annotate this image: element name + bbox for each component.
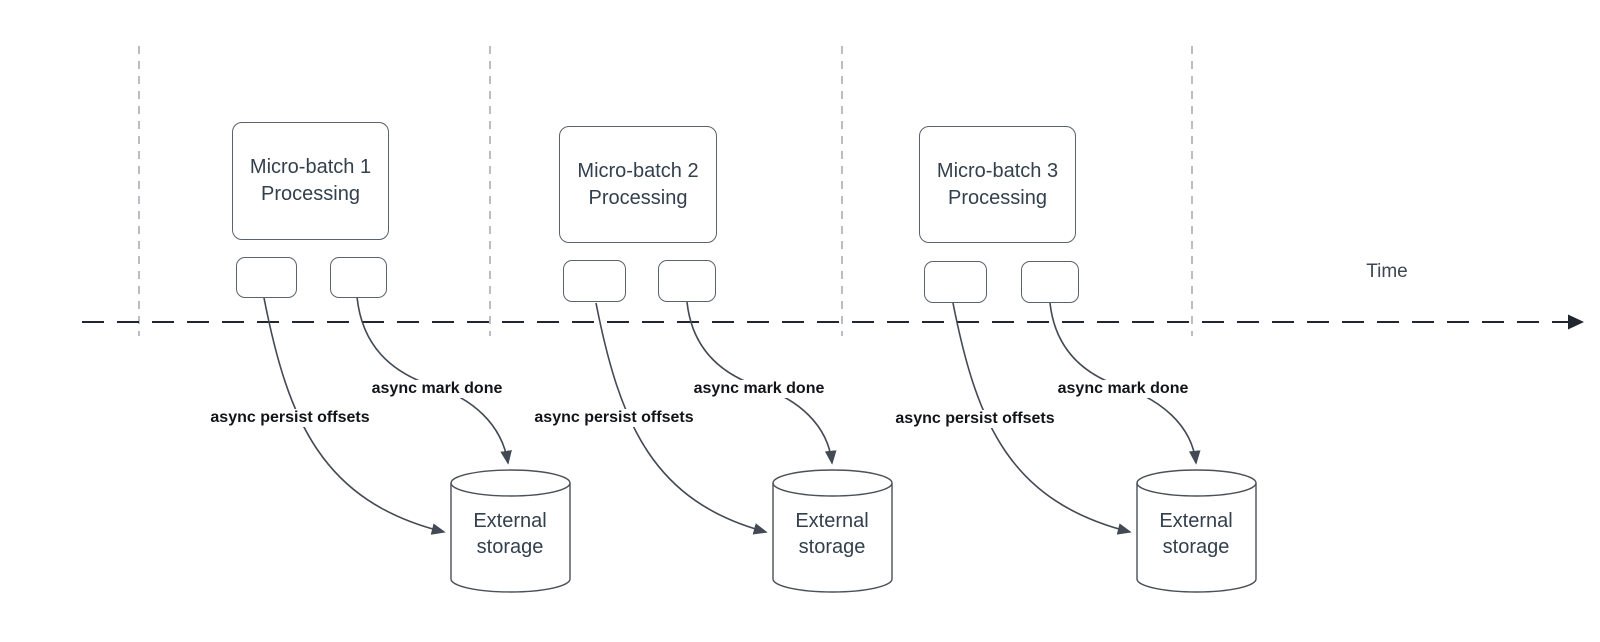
async-op-source-box-mark-done-3 — [1021, 261, 1079, 303]
persist-offsets-arrow-2 — [595, 302, 768, 535]
external-storage-label-2: External storage — [795, 508, 868, 560]
external-storage-label-3: External storage — [1159, 508, 1232, 560]
micro-batch-box-2: Micro-batch 2 Processing — [559, 126, 717, 243]
database-cylinder-2 — [772, 469, 893, 593]
external-storage-line1: External — [1159, 510, 1233, 532]
external-storage-label-1: External storage — [473, 508, 546, 560]
external-storage-line2: storage — [476, 536, 544, 558]
time-axis — [82, 314, 1584, 330]
persist-offsets-arrow-3 — [952, 302, 1132, 535]
async-op-source-box-persist-3 — [924, 261, 987, 303]
persist-offsets-arrow-1 — [263, 297, 446, 535]
persist-offsets-label-2: async persist offsets — [531, 409, 697, 427]
micro-batch-box-3: Micro-batch 3 Processing — [919, 126, 1076, 243]
async-op-source-box-mark-done-2 — [658, 260, 716, 302]
micro-batch-title-line2: Processing — [261, 183, 360, 205]
micro-batch-box-1: Micro-batch 1 Processing — [232, 122, 389, 240]
async-op-source-box-mark-done-1 — [330, 257, 387, 298]
micro-batch-title-line1: Micro-batch 1 — [249, 156, 372, 178]
time-axis-label: Time — [1366, 261, 1408, 282]
mark-done-label-1: async mark done — [368, 380, 506, 398]
external-storage-line1: External — [795, 510, 869, 532]
external-storage-line1: External — [473, 510, 547, 532]
async-op-source-box-persist-1 — [236, 257, 297, 298]
database-cylinder-3 — [1136, 469, 1257, 593]
mark-done-label-3: async mark done — [1054, 380, 1192, 398]
micro-batch-title-line1: Micro-batch 3 — [936, 159, 1059, 182]
database-cylinder-1 — [450, 469, 571, 593]
persist-offsets-label-3: async persist offsets — [892, 410, 1058, 428]
external-storage-line2: storage — [798, 536, 866, 558]
persist-offsets-label-1: async persist offsets — [207, 409, 373, 427]
micro-batch-title-line2: Processing — [948, 186, 1047, 209]
async-op-source-box-persist-2 — [563, 260, 626, 302]
time-axis-arrowhead-icon — [1568, 314, 1584, 330]
mark-done-label-2: async mark done — [690, 380, 828, 398]
micro-batch-title-line2: Processing — [588, 186, 688, 209]
external-storage-line2: storage — [1162, 536, 1230, 558]
micro-batch-title-line1: Micro-batch 2 — [577, 159, 699, 182]
timeline-guide-lines — [138, 46, 1193, 336]
